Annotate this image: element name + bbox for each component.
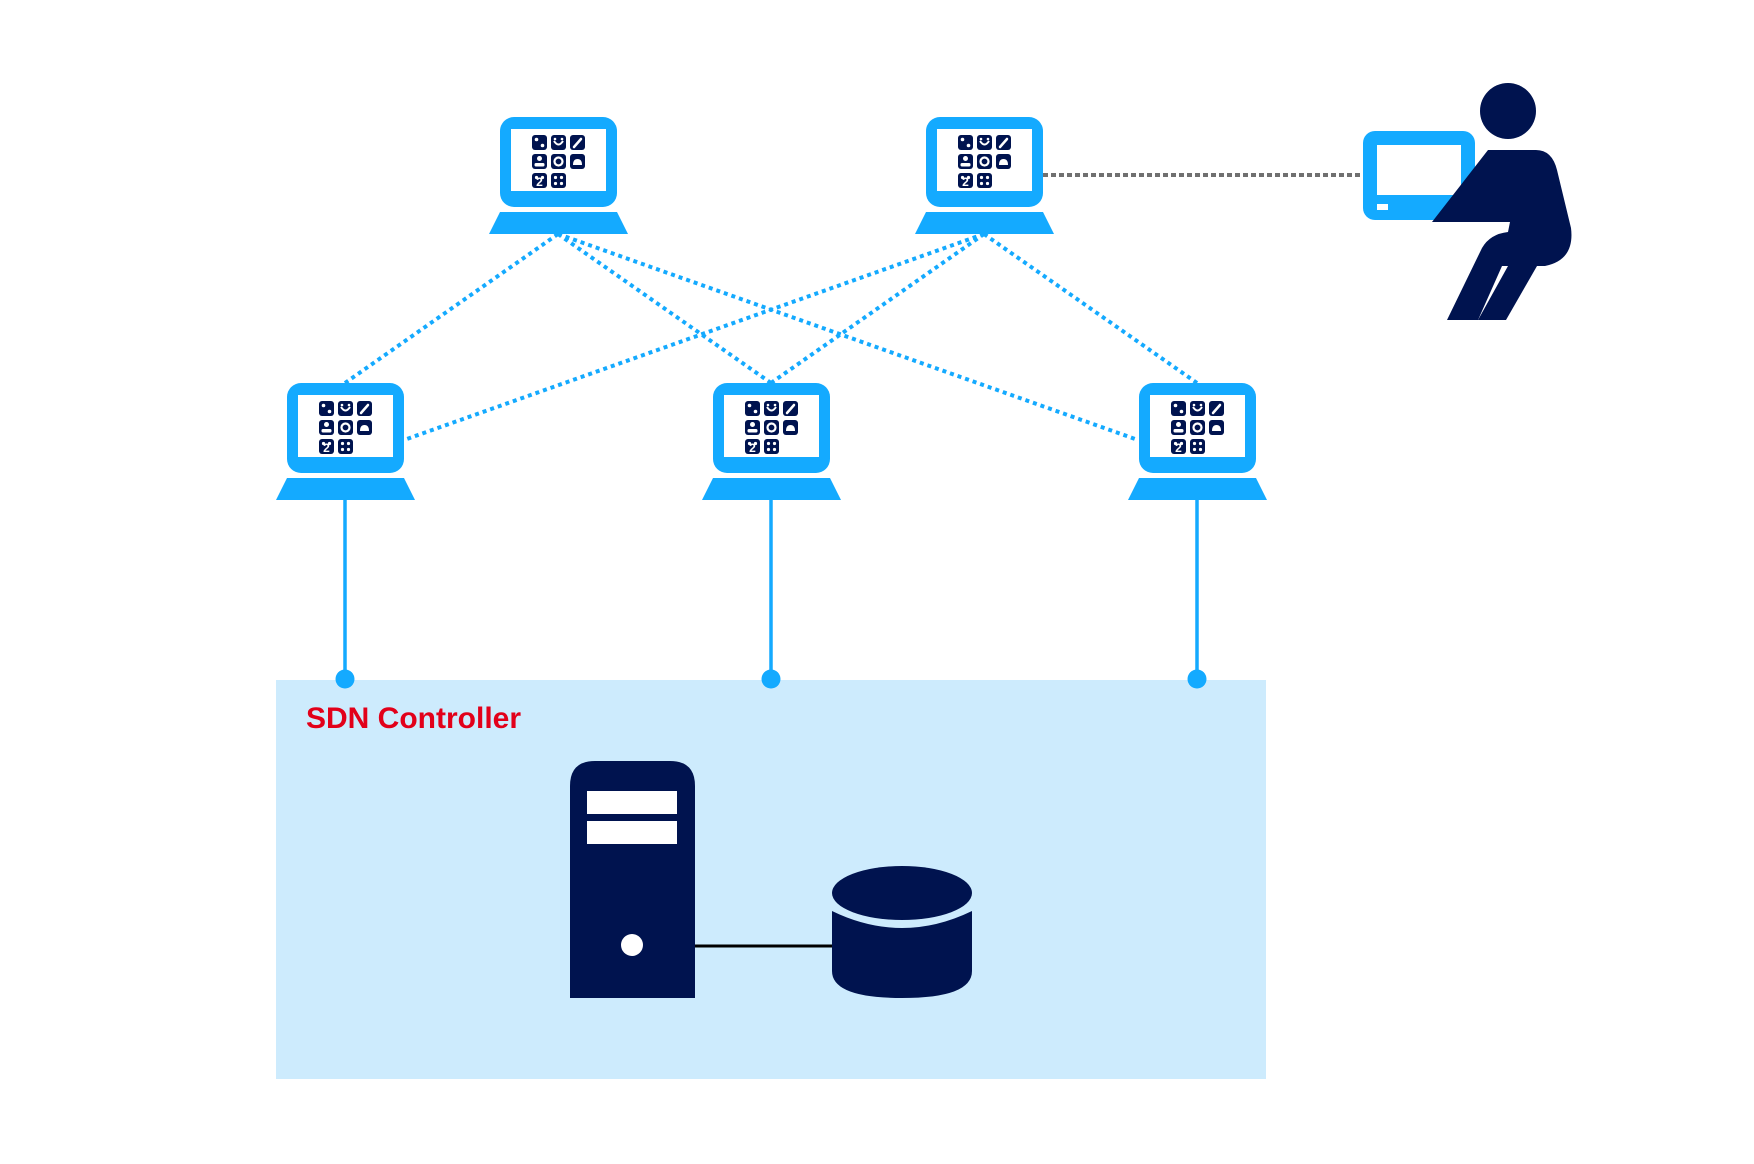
- person-at-computer-icon: [1363, 83, 1572, 320]
- server-icon: [570, 761, 695, 998]
- laptop-app-grid-icon-top-right: [913, 115, 1056, 236]
- monitor-icon: [1363, 131, 1475, 220]
- sdn-controller-box: [276, 680, 1266, 1079]
- link-topleft-bottomleft: [343, 232, 560, 385]
- link-topleft-bottomright: [557, 232, 1139, 442]
- link-topleft-bottomcenter: [556, 232, 773, 385]
- laptop-app-grid-icon-bottom-center: [700, 381, 843, 502]
- link-topright-bottomright: [982, 232, 1199, 385]
- laptop-app-grid-icon-bottom-right: [1126, 381, 1269, 502]
- link-topright-bottomcenter: [769, 232, 986, 385]
- port-dot: [761, 669, 781, 689]
- database-icon: [832, 866, 972, 998]
- controller-ports: [335, 669, 1207, 689]
- port-dot: [1187, 669, 1207, 689]
- mesh-links: [343, 232, 1199, 442]
- port-dot: [335, 669, 355, 689]
- laptop-app-grid-icon-bottom-left: [274, 381, 417, 502]
- link-topright-bottomleft: [403, 232, 985, 442]
- sdn-controller-label: SDN Controller: [306, 702, 522, 735]
- person-icon: [1432, 83, 1572, 320]
- controller-links: [343, 500, 1199, 679]
- laptop-app-grid-icon-top-left: [487, 115, 630, 236]
